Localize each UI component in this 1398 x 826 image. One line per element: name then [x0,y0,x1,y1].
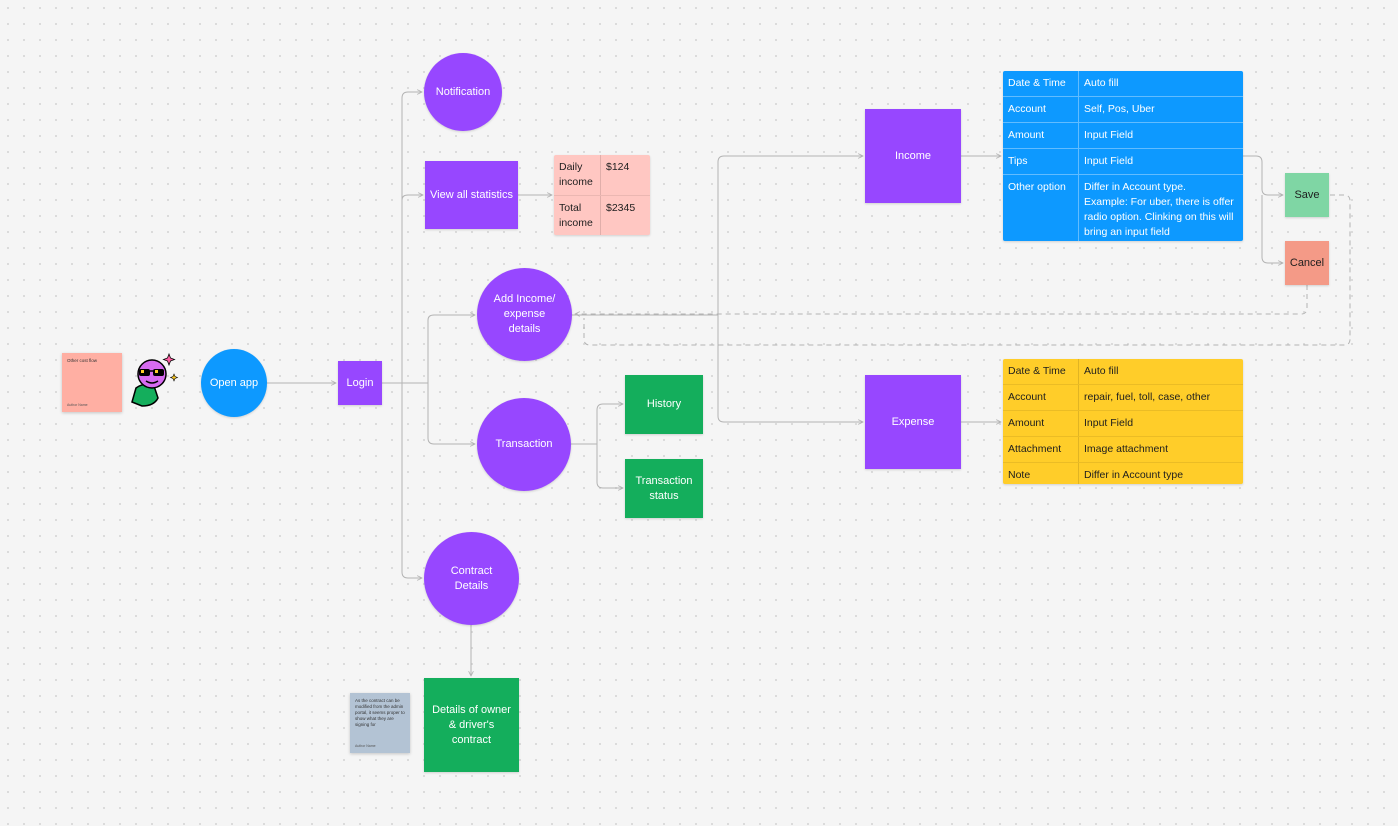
expense-node[interactable]: Expense [865,375,961,469]
open-app-node[interactable]: Open app [201,349,267,417]
contract-details-node[interactable]: Contract Details [424,532,519,625]
save-button[interactable]: Save [1285,173,1329,217]
income-node[interactable]: Income [865,109,961,203]
table-row: Tips Input Field [1003,149,1243,175]
stat-label: Daily income [554,155,601,195]
sunglasses-character-icon [131,352,179,407]
sticky-note-text: As the contract can be modified from the… [355,698,405,727]
field-label: Amount [1003,123,1079,148]
stat-label: Total income [554,196,601,235]
sticky-note-other-cost[interactable]: Other cost flow Author Name [62,353,122,412]
field-label: Note [1003,463,1079,484]
table-row: Note Differ in Account type [1003,463,1243,484]
cancel-button[interactable]: Cancel [1285,241,1329,285]
field-label: Date & Time [1003,359,1079,384]
transaction-status-node[interactable]: Transaction status [625,459,703,518]
expense-fields-table: Date & Time Auto fill Account repair, fu… [1003,359,1243,484]
table-row: Total income $2345 [554,196,650,235]
field-value: Input Field [1084,129,1134,141]
field-value: Differ in Account type. Example: For ube… [1084,181,1234,238]
field-value: Differ in Account type [1084,469,1184,481]
field-label: Account [1003,97,1079,122]
income-fields-table: Date & Time Auto fill Account Self, Pos,… [1003,71,1243,241]
field-label: Tips [1003,149,1079,174]
field-value: Auto fill [1084,365,1119,377]
edge-transaction-status [596,444,623,488]
table-row: Daily income $124 [554,155,650,196]
table-row: Attachment Image attachment [1003,437,1243,463]
stat-value: $2345 [606,202,636,214]
statistics-table: Daily income $124 Total income $2345 [554,155,650,235]
edge-login-contract [401,383,422,578]
table-row: Date & Time Auto fill [1003,359,1243,385]
transaction-node[interactable]: Transaction [477,398,571,491]
edge-login-add [402,315,475,384]
field-label: Other option [1003,175,1079,241]
notification-node[interactable]: Notification [424,53,502,131]
edge-save-back [583,194,1351,346]
table-row: Account Self, Pos, Uber [1003,97,1243,123]
field-label: Account [1003,385,1079,410]
field-value: Input Field [1084,417,1134,429]
edge-add-expense [717,315,863,422]
field-value: Input Field [1084,155,1134,167]
edge-login-statistics [401,195,423,201]
edge-login-notification [382,92,422,384]
edge-table-cancel [1261,195,1283,263]
history-node[interactable]: History [625,375,703,434]
field-value: Image attachment [1084,443,1169,455]
table-row: Account repair, fuel, toll, case, other [1003,385,1243,411]
field-value: repair, fuel, toll, case, other [1084,391,1211,403]
table-row: Other option Differ in Account type. Exa… [1003,175,1243,241]
field-value: Self, Pos, Uber [1084,103,1155,115]
add-income-expense-node[interactable]: Add Income/ expense details [477,268,572,361]
details-contract-node[interactable]: Details of owner & driver's contract [424,678,519,772]
sticky-note-author: Author Name [67,403,88,407]
sticky-note-author: Author Name [355,744,376,748]
table-row: Date & Time Auto fill [1003,71,1243,97]
sticky-note-text: Other cost flow [67,358,98,363]
table-row: Amount Input Field [1003,123,1243,149]
edge-cancel-back [575,285,1308,314]
edge-add-income [572,156,863,316]
table-row: Amount Input Field [1003,411,1243,437]
field-label: Attachment [1003,437,1079,462]
edge-table-save [1243,155,1283,195]
edge-transaction-history [571,404,623,445]
view-all-statistics-node[interactable]: View all statistics [425,161,518,229]
login-node[interactable]: Login [338,361,382,405]
sticky-note-contract[interactable]: As the contract can be modified from the… [350,693,410,753]
field-label: Date & Time [1003,71,1079,96]
field-label: Amount [1003,411,1079,436]
stat-value: $124 [606,161,630,173]
edge-login-transaction [427,383,475,444]
field-value: Auto fill [1084,77,1119,89]
